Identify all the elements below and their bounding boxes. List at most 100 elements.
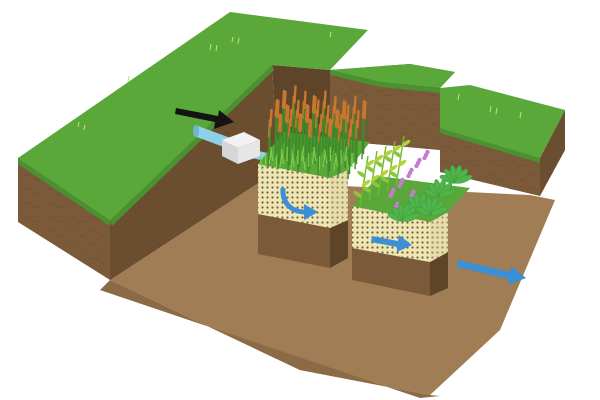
rosette-leaf xyxy=(438,188,457,198)
reed-head xyxy=(299,113,303,133)
plant-leaf xyxy=(384,155,393,163)
reed-stem xyxy=(282,105,286,144)
reed-head xyxy=(293,85,297,104)
plant-leaf xyxy=(393,150,402,158)
reed-head xyxy=(311,94,316,114)
reed-head xyxy=(319,113,323,133)
grass-blade xyxy=(333,155,337,171)
reed-stem xyxy=(281,104,284,149)
wetland-plants xyxy=(353,135,473,222)
flower xyxy=(400,177,405,183)
left-ground-block xyxy=(18,12,368,280)
grass-blade xyxy=(290,155,294,171)
reed-stem xyxy=(322,105,326,149)
reed-head xyxy=(326,104,330,124)
grass-blade xyxy=(268,149,272,165)
reed-head xyxy=(296,99,300,119)
reed-stem xyxy=(345,119,349,163)
reed-stem xyxy=(331,120,334,156)
grass-blade xyxy=(322,152,326,168)
reed-stem xyxy=(337,138,340,178)
grass-blade xyxy=(324,149,328,165)
reed-head xyxy=(341,100,346,119)
right-ground-block xyxy=(440,85,565,196)
reed-head xyxy=(346,104,350,124)
reed-stem xyxy=(348,134,352,175)
grass-blade xyxy=(344,146,348,162)
plant-leaf xyxy=(383,149,393,157)
reed-head xyxy=(363,100,367,120)
grass-blade xyxy=(335,152,339,168)
reed-head xyxy=(303,90,307,110)
grass-tufts-right xyxy=(457,93,522,119)
rosette-leaf xyxy=(454,174,473,184)
plant-leaf xyxy=(388,164,398,172)
flower xyxy=(409,167,414,173)
reed-stem xyxy=(311,110,314,153)
reed-stem xyxy=(317,138,320,176)
reed-head xyxy=(309,119,313,138)
plant-leaf xyxy=(401,139,411,147)
vertical-flow-arrow xyxy=(280,187,307,215)
reed-head xyxy=(289,108,293,128)
plant-leaf xyxy=(371,180,380,188)
reed-head xyxy=(333,95,337,115)
plant-leaf xyxy=(353,190,362,198)
reed-stem xyxy=(274,113,277,159)
grass-blade xyxy=(301,146,305,162)
outlet-arrow xyxy=(457,260,526,285)
reed-stem xyxy=(351,120,354,158)
reed-stem xyxy=(312,111,316,148)
reed-head xyxy=(339,113,343,133)
grass-blade xyxy=(281,149,285,165)
reed-head xyxy=(361,99,366,119)
reed-head xyxy=(283,90,287,110)
plant-leaf xyxy=(366,165,375,173)
reed-head xyxy=(284,104,289,123)
grass-blade xyxy=(270,146,274,162)
reed-head xyxy=(276,99,280,119)
reed-head xyxy=(297,112,302,132)
reed-head xyxy=(304,103,309,123)
flower xyxy=(411,189,416,195)
reed-stem xyxy=(341,115,344,157)
reed-stem xyxy=(352,110,356,153)
reed-head xyxy=(279,114,283,133)
reed-stem xyxy=(295,114,299,156)
plant-leaf xyxy=(374,154,384,162)
plant-leaf xyxy=(375,160,384,168)
reed-stem xyxy=(278,129,282,165)
plant-leaf xyxy=(389,170,398,178)
reed-head xyxy=(286,105,290,124)
reed-head xyxy=(343,101,347,120)
reed-stem xyxy=(304,119,307,163)
reed-stem xyxy=(284,119,287,160)
grass-blade xyxy=(279,152,283,168)
reed-head xyxy=(313,95,317,115)
reed-head xyxy=(316,99,320,118)
plant-leaf xyxy=(362,185,371,193)
reed-stem xyxy=(267,133,270,169)
reed-stem xyxy=(321,115,324,154)
plant-leaf xyxy=(365,159,375,167)
plant-leaf xyxy=(361,179,371,187)
plant-leaf xyxy=(380,175,389,183)
plant-leaf xyxy=(379,169,389,177)
grass-blade xyxy=(313,146,317,162)
flower xyxy=(391,187,396,193)
reed-stem xyxy=(294,124,297,161)
plant-leaf xyxy=(357,170,366,178)
distribution-box xyxy=(222,132,260,164)
reed-head xyxy=(349,118,353,138)
reed-stem xyxy=(324,129,327,166)
reed-stem xyxy=(302,105,306,146)
reed-stem xyxy=(347,144,350,180)
reed-stem xyxy=(335,125,339,162)
reed-stem xyxy=(275,114,279,154)
reed-head xyxy=(323,90,327,109)
plant-leaf xyxy=(392,144,402,152)
reed-head xyxy=(277,113,282,132)
plant-leaf xyxy=(397,159,407,167)
reed-stem xyxy=(332,110,336,151)
reed-stem xyxy=(298,129,302,168)
